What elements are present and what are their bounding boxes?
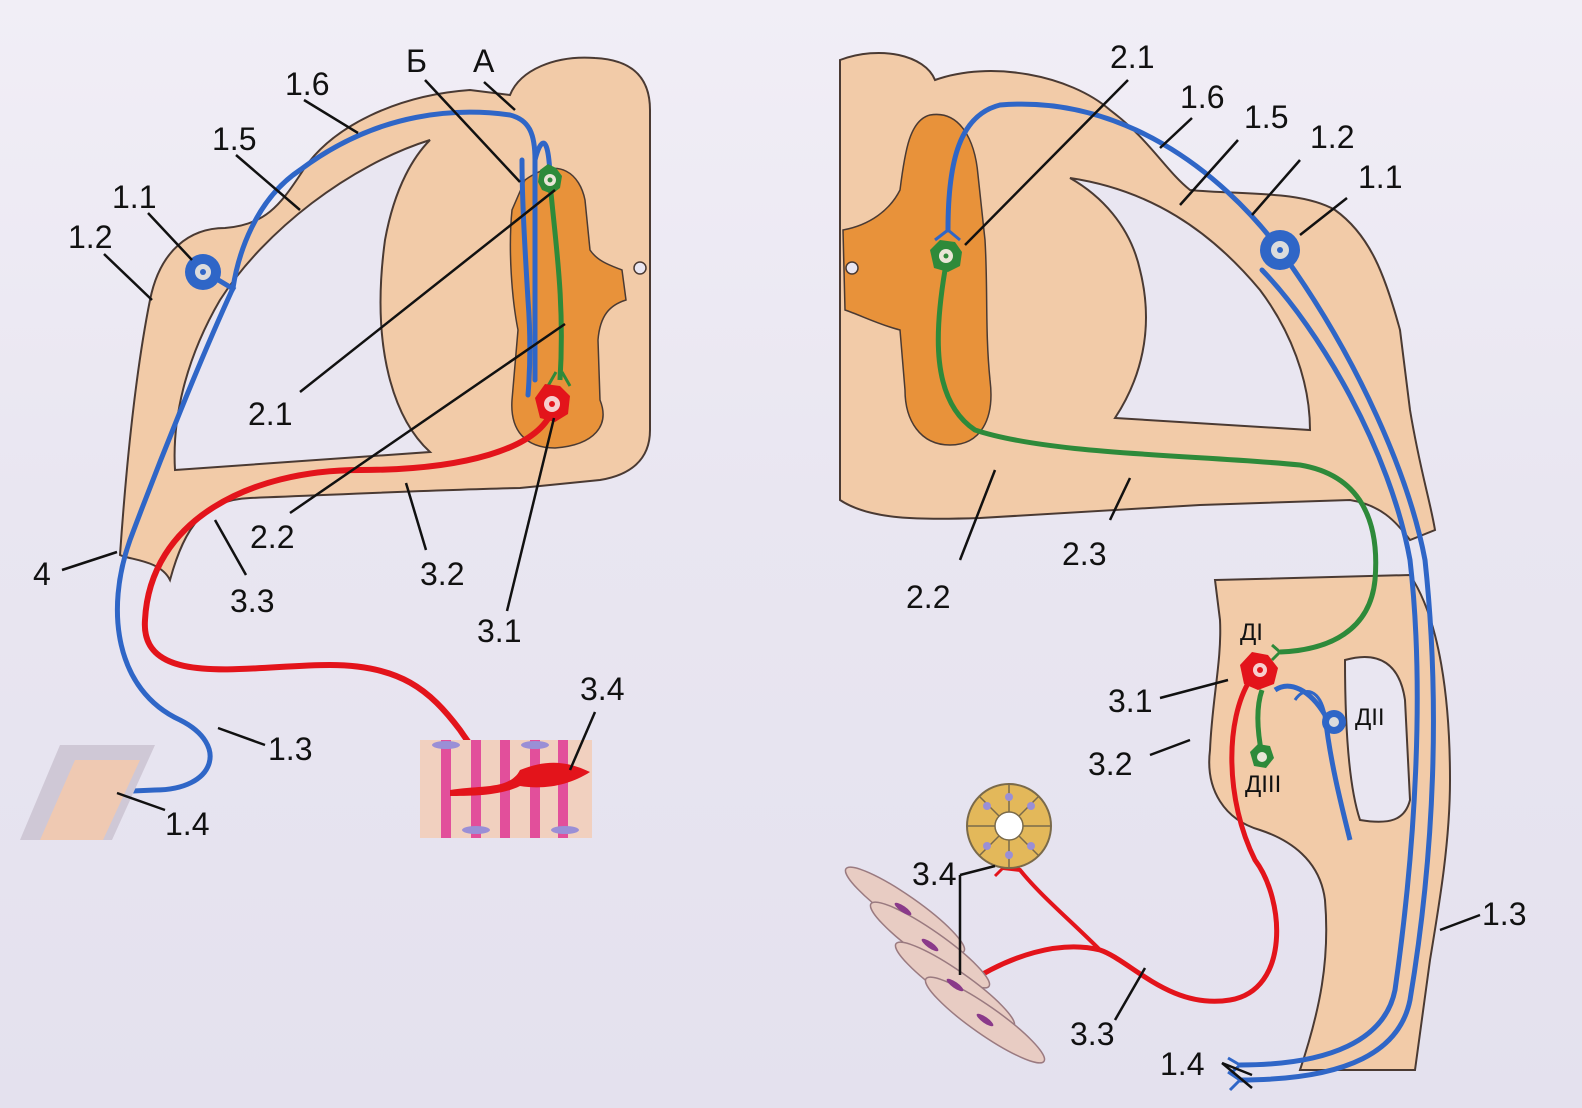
label-1-1: 1.1	[112, 179, 156, 215]
label-1-4: 1.4	[165, 806, 209, 842]
right-reflex-arc: 2.1 1.6 1.5 1.2 1.1 2.2 2.3 3.1 3.2 1.3 …	[838, 39, 1526, 1090]
label-4: 4	[33, 556, 51, 592]
left-reflex-arc: 1.6 1.5 1.1 1.2 Б А 2.1 2.2 3.2 3.3 3.1 …	[20, 43, 650, 842]
label-r-1-2: 1.2	[1310, 119, 1354, 155]
label-r-1-6: 1.6	[1180, 79, 1224, 115]
label-r-3-4: 3.4	[912, 856, 956, 892]
label-ganglion-d3: ДIII	[1245, 771, 1281, 798]
label-r-1-3: 1.3	[1482, 896, 1526, 932]
label-zone-b: Б	[406, 43, 427, 79]
label-1-2: 1.2	[68, 219, 112, 255]
label-3-4: 3.4	[580, 671, 624, 707]
label-r-2-1: 2.1	[1110, 39, 1154, 75]
label-1-5: 1.5	[212, 121, 256, 157]
label-3-3: 3.3	[230, 583, 274, 619]
left-muscle-patch	[420, 740, 592, 838]
right-trunk-gap	[1345, 657, 1410, 822]
label-1-6: 1.6	[285, 66, 329, 102]
right-motor-branch	[1003, 868, 1100, 950]
label-3-2: 3.2	[420, 556, 464, 592]
right-sensory-neuron-body	[1260, 230, 1300, 270]
label-2-2: 2.2	[250, 519, 294, 555]
label-r-3-3: 3.3	[1070, 1016, 1114, 1052]
label-r-1-1: 1.1	[1358, 159, 1402, 195]
label-ganglion-d2: ДII	[1355, 704, 1385, 731]
label-r-1-5: 1.5	[1244, 99, 1288, 135]
label-2-1: 2.1	[248, 396, 292, 432]
label-r-2-2: 2.2	[906, 579, 950, 615]
label-r-2-3: 2.3	[1062, 536, 1106, 572]
label-1-3: 1.3	[268, 731, 312, 767]
label-ganglion-d1: ДI	[1240, 619, 1263, 646]
label-zone-a: А	[473, 43, 495, 79]
label-r-3-1: 3.1	[1108, 683, 1152, 719]
label-3-1: 3.1	[477, 613, 521, 649]
right-gland-acinus	[967, 784, 1051, 868]
label-r-1-4: 1.4	[1160, 1046, 1204, 1082]
label-r-3-2: 3.2	[1088, 746, 1132, 782]
